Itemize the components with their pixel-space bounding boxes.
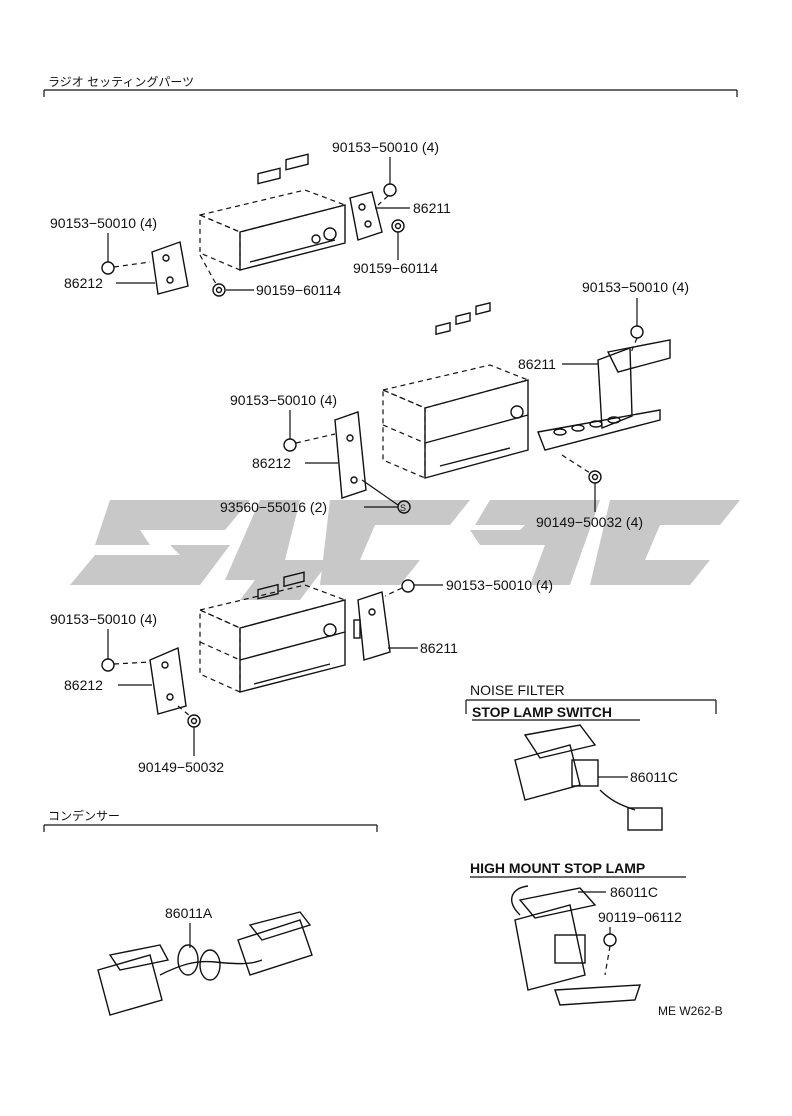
callout-g1-screw-top: 90153−50010 (4) [332, 139, 439, 155]
callout-g2-bracket-left: 86212 [252, 455, 291, 471]
callout-hm-screw: 90119−06112 [598, 909, 682, 925]
screw-90153-middle-right [629, 325, 644, 356]
nut-90149-lower [177, 705, 201, 728]
screw-90153-top [377, 183, 397, 206]
callout-g1-bracket-left: 86212 [64, 275, 103, 291]
nut-90159-bottom [199, 254, 226, 297]
callout-g1-bracket-right: 86211 [413, 200, 451, 216]
section-title-high-mount-stop-lamp: HIGH MOUNT STOP LAMP [470, 860, 645, 876]
section-title-stop-lamp-switch: STOP LAMP SWITCH [472, 704, 612, 720]
screw-90153-middle-left [283, 433, 336, 452]
high-mount-stop-lamp-filter [511, 885, 641, 1006]
svg-text:S: S [400, 503, 406, 513]
callout-g2-bracket-right: 86211 [518, 356, 556, 372]
bracket-86211-top [349, 191, 383, 241]
callout-g2-clip: 93560−55016 (2) [220, 499, 327, 515]
callout-g2-screw-right: 90153−50010 (4) [582, 279, 689, 295]
radio-unit-middle [381, 301, 530, 479]
screw-90153-lower-right [384, 579, 415, 597]
stop-lamp-switch-filter [514, 724, 663, 831]
callout-g3-nut: 90149−50032 [138, 759, 224, 775]
nut-90159-right [391, 219, 405, 233]
nut-90149-middle [561, 454, 602, 484]
callout-stop-switch-filter: 86011C [630, 769, 678, 785]
bracket-86212-middle [334, 411, 367, 499]
figure-id: ME W262-B [658, 1004, 723, 1018]
callout-g3-screw-right: 90153−50010 (4) [446, 577, 553, 593]
section-title-condenser: コンデンサー [48, 808, 120, 823]
callout-g2-nut: 90149−50032 (4) [536, 514, 643, 530]
screw-90153-left [101, 261, 151, 275]
bracket-86212-lower [149, 646, 187, 715]
radio-unit-lower [198, 571, 347, 693]
section-title-radio-setting-parts: ラジオ セッティングパーツ [48, 75, 194, 89]
watermark-logo [70, 500, 740, 600]
bracket-86212-top [151, 241, 189, 295]
bracket-86211-middle [537, 339, 671, 451]
callout-g3-bracket-left: 86212 [64, 677, 103, 693]
callout-g3-screw-left: 90153−50010 (4) [50, 611, 157, 627]
callout-g1-nut-bottom: 90159−60114 [256, 282, 341, 298]
condenser-harness [97, 911, 313, 1016]
bracket-86211-lower [353, 591, 391, 661]
screw-90153-lower-left [101, 658, 151, 672]
section-title-noise-filter: NOISE FILTER [470, 682, 565, 698]
callout-g1-screw-left: 90153−50010 (4) [50, 215, 157, 231]
callout-g2-screw-left: 90153−50010 (4) [230, 392, 337, 408]
callout-condenser-part: 86011A [165, 905, 213, 921]
callout-g1-nut-right: 90159−60114 [353, 260, 438, 276]
callout-hm-filter: 86011C [610, 884, 658, 900]
callout-g3-bracket-right: 86211 [420, 640, 458, 656]
screw-90119 [603, 933, 617, 976]
radio-unit-top [198, 153, 347, 271]
